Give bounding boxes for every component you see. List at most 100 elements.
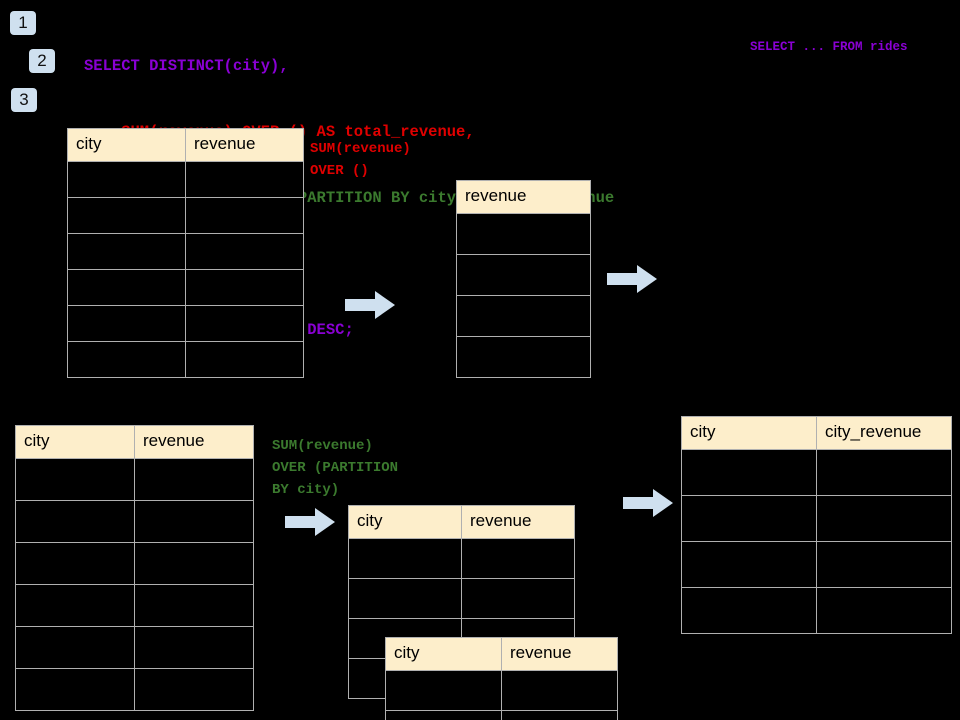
side-note-select-from: SELECT ... FROM rides — [750, 40, 908, 54]
table-row — [385, 710, 618, 720]
cell-revenue — [501, 670, 618, 711]
cell-city — [67, 197, 186, 234]
column-header-city: city — [385, 637, 502, 671]
table-row — [67, 305, 304, 342]
cell-city — [67, 341, 186, 378]
cell-revenue — [185, 341, 304, 378]
arrow-right-icon — [345, 291, 395, 319]
arrow-right-icon — [623, 489, 673, 517]
arrow-bottom-right — [623, 487, 673, 524]
table-rides-source-top: city revenue — [67, 128, 304, 378]
cell-revenue — [134, 500, 254, 543]
cell-city-revenue — [816, 587, 952, 634]
cell-city — [385, 670, 502, 711]
table-row — [67, 197, 304, 234]
column-header-revenue: revenue — [456, 180, 591, 214]
cell-revenue — [134, 542, 254, 585]
table-row — [15, 542, 254, 585]
cell-revenue — [134, 584, 254, 627]
cell-revenue — [456, 336, 591, 378]
cell-revenue — [185, 161, 304, 198]
cell-revenue — [456, 295, 591, 337]
table-header-row: city revenue — [15, 425, 254, 459]
step-badge-2: 2 — [29, 49, 55, 73]
column-header-revenue: revenue — [134, 425, 254, 459]
table-row — [456, 213, 591, 255]
cell-revenue — [134, 458, 254, 501]
table-row — [67, 269, 304, 306]
table-total-revenue: revenue — [456, 180, 591, 378]
table-header-row: city revenue — [348, 505, 575, 539]
table-row — [681, 495, 952, 542]
cell-city — [681, 495, 817, 542]
cell-city — [67, 233, 186, 270]
table-row — [15, 668, 254, 711]
table-header-row: city city_revenue — [681, 416, 952, 450]
step-badge-3: 3 — [11, 88, 37, 112]
table-header-row: city revenue — [385, 637, 618, 671]
table-row — [456, 254, 591, 296]
cell-city-revenue — [816, 495, 952, 542]
cell-revenue — [185, 269, 304, 306]
column-header-city: city — [67, 128, 186, 162]
table-row — [67, 233, 304, 270]
cell-city — [67, 305, 186, 342]
table-row — [15, 626, 254, 669]
cell-city — [15, 542, 135, 585]
cell-revenue — [456, 254, 591, 296]
cell-city — [681, 449, 817, 496]
table-row — [681, 587, 952, 634]
cell-city — [348, 578, 462, 619]
cell-revenue — [456, 213, 591, 255]
column-header-city-revenue: city_revenue — [816, 416, 952, 450]
cell-city — [15, 584, 135, 627]
cell-revenue — [185, 305, 304, 342]
column-header-city: city — [681, 416, 817, 450]
column-header-revenue: revenue — [185, 128, 304, 162]
cell-city — [15, 458, 135, 501]
cell-revenue — [185, 233, 304, 270]
cell-revenue — [134, 626, 254, 669]
cell-city — [15, 626, 135, 669]
table-row — [15, 500, 254, 543]
arrow-top-right — [607, 263, 657, 300]
table-row — [15, 458, 254, 501]
column-header-city: city — [15, 425, 135, 459]
cell-city — [681, 587, 817, 634]
cell-city — [15, 668, 135, 711]
cell-city — [385, 710, 502, 720]
cell-city — [681, 541, 817, 588]
table-header-row: revenue — [456, 180, 591, 214]
table-row — [681, 449, 952, 496]
table-final-result: city city_revenue — [681, 416, 952, 634]
table-rides-source-bottom: city revenue — [15, 425, 254, 711]
arrow-right-icon — [607, 265, 657, 293]
table-row — [456, 295, 591, 337]
sql-line-select: SELECT DISTINCT(city), — [84, 57, 289, 75]
table-row — [348, 578, 575, 619]
step-badge-1: 1 — [10, 11, 36, 35]
column-header-city: city — [348, 505, 462, 539]
table-row — [67, 341, 304, 378]
cell-city — [67, 161, 186, 198]
arrow-bottom-left — [285, 506, 335, 543]
arrow-top-left — [345, 289, 395, 326]
table-row — [456, 336, 591, 378]
cell-revenue — [134, 668, 254, 711]
cell-revenue — [501, 710, 618, 720]
column-header-revenue: revenue — [501, 637, 618, 671]
table-partition-group-2: city revenue — [385, 637, 618, 720]
cell-city — [348, 538, 462, 579]
cell-city-revenue — [816, 449, 952, 496]
table-row — [15, 584, 254, 627]
annotation-total-revenue: SUM(revenue) OVER () — [310, 141, 411, 179]
cell-revenue — [185, 197, 304, 234]
table-row — [348, 538, 575, 579]
table-row — [67, 161, 304, 198]
column-header-revenue: revenue — [461, 505, 575, 539]
table-header-row: city revenue — [67, 128, 304, 162]
table-row — [385, 670, 618, 711]
arrow-right-icon — [285, 508, 335, 536]
cell-revenue — [461, 538, 575, 579]
